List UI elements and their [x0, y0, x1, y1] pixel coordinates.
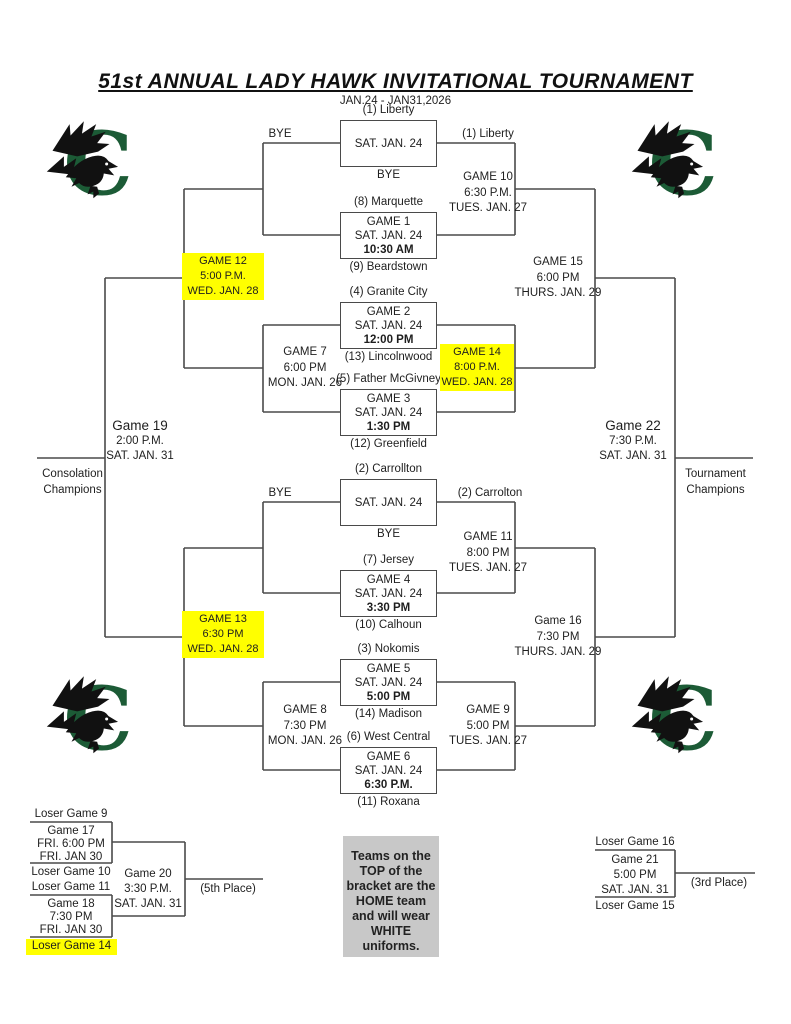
bye-side-label-bottom: BYE	[268, 487, 292, 499]
fifth-place-label: (5th Place)	[200, 883, 256, 895]
game-3-box: GAME 3 SAT. JAN. 24 1:30 PM	[340, 389, 437, 436]
game-1-box: GAME 1 SAT. JAN. 24 10:30 AM	[340, 212, 437, 259]
loser-game-15-label: Loser Game 15	[595, 900, 675, 912]
carrolton-advance-label: (2) Carrolton	[457, 487, 523, 499]
loser-game-16-label: Loser Game 16	[595, 836, 675, 848]
game-13-info-highlighted: GAME 13 6:30 PM WED. JAN. 28	[182, 611, 264, 658]
seed-granite-city: (4) Granite City	[349, 286, 428, 298]
consolation-champions-label: Consolation Champions	[42, 468, 103, 496]
seed-marquette: (8) Marquette	[353, 196, 424, 208]
hawk-logo-top-left	[43, 113, 138, 215]
game-9-info: GAME 9 5:00 PM TUES. JAN. 27	[449, 704, 527, 747]
page-title: 51st ANNUAL LADY HAWK INVITATIONAL TOURN…	[98, 70, 693, 93]
loser-game-14-label-highlighted: Loser Game 14	[26, 939, 117, 955]
bye-label-top: BYE	[376, 169, 400, 181]
seed-greenfield: (12) Greenfield	[350, 438, 427, 450]
game-18-info: Game 18 7:30 PM FRI. JAN 30	[39, 898, 103, 936]
game-10-info: GAME 10 6:30 P.M. TUES. JAN. 27	[449, 171, 527, 214]
seed-madison: (14) Madison	[354, 708, 423, 720]
game-12-info-highlighted: GAME 12 5:00 P.M. WED. JAN. 28	[182, 253, 264, 300]
game-15-info: GAME 15 6:00 PM THURS. JAN. 29	[514, 256, 602, 299]
game-21-info: Game 21 5:00 PM SAT. JAN. 31	[601, 854, 669, 896]
game-4-box: GAME 4 SAT. JAN. 24 3:30 PM	[340, 570, 437, 617]
seed-father-mcgivney: (5) Father McGivney	[336, 373, 441, 385]
game-19-info: Game 19 2:00 P.M. SAT. JAN. 31	[106, 418, 174, 462]
seed-lincolnwood: (13) Lincolnwood	[344, 351, 433, 363]
seed-calhoun: (10) Calhoun	[355, 619, 422, 631]
game-6-box: GAME 6 SAT. JAN. 24 6:30 P.M.	[340, 747, 437, 794]
date-range: JAN.24 - JAN31,2026	[339, 95, 452, 107]
seed-west-central: (6) West Central	[346, 731, 431, 743]
seed-carrollton: (2) Carrollton	[354, 463, 423, 475]
third-place-label: (3rd Place)	[690, 877, 748, 889]
game-11-info: GAME 11 8:00 PM TUES. JAN. 27	[449, 531, 527, 574]
game-7-info: GAME 7 6:00 PM MON. JAN. 26	[267, 346, 343, 389]
seed-roxana: (11) Roxana	[357, 796, 420, 808]
bye-side-label-top: BYE	[268, 128, 292, 140]
seed-nokomis: (3) Nokomis	[357, 643, 420, 655]
seed-jersey: (7) Jersey	[362, 554, 415, 566]
hawk-logo-bottom-left	[43, 668, 138, 770]
seed-liberty: (1) Liberty	[362, 104, 415, 116]
game-8-info: GAME 8 7:30 PM MON. JAN. 26	[267, 704, 343, 747]
game-22-info: Game 22 7:30 P.M. SAT. JAN. 31	[599, 418, 667, 462]
bye-label-bottom: BYE	[376, 528, 400, 540]
hawk-logo-top-right	[628, 113, 723, 215]
hawk-logo-bottom-right	[628, 668, 723, 770]
game-17-info: Game 17 FRI. 6:00 PM FRI. JAN 30	[37, 825, 105, 863]
game-2-box: GAME 2 SAT. JAN. 24 12:00 PM	[340, 302, 437, 349]
game-5-box: GAME 5 SAT. JAN. 24 5:00 PM	[340, 659, 437, 706]
loser-game-10-label: Loser Game 10	[31, 866, 111, 878]
loser-game-9-label: Loser Game 9	[34, 808, 108, 820]
game-14-info-highlighted: GAME 14 8:00 P.M. WED. JAN. 28	[440, 344, 514, 391]
bye-game-box-liberty: SAT. JAN. 24	[340, 120, 437, 167]
game-16-info: Game 16 7:30 PM THURS. JAN. 29	[514, 615, 602, 658]
loser-game-11-label: Loser Game 11	[31, 881, 111, 893]
game-20-info: Game 20 3:30 P.M. SAT. JAN. 31	[114, 868, 182, 910]
seed-beardstown: (9) Beardstown	[349, 261, 428, 273]
uniform-note: Teams on the TOP of the bracket are the …	[343, 836, 439, 957]
tournament-champions-label: Tournament Champions	[685, 468, 746, 496]
liberty-advance-label: (1) Liberty	[462, 128, 514, 140]
bye-game-box-carrollton: SAT. JAN. 24	[340, 479, 437, 526]
